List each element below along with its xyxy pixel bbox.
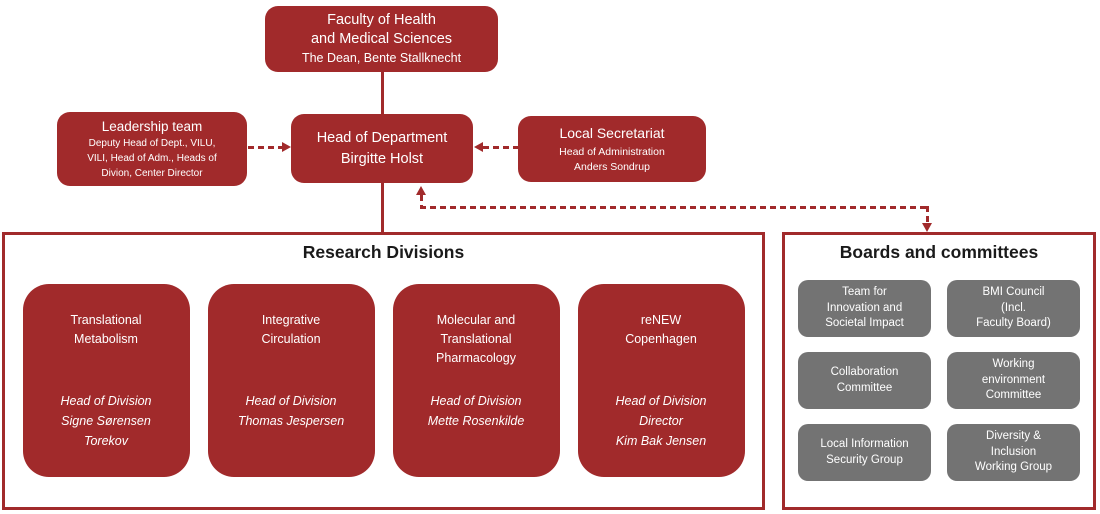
- local-secretariat-box: Local Secretariat Head of Administration…: [518, 116, 706, 182]
- arrowhead-down-icon: [922, 223, 932, 232]
- division-box-integrative-circulation: Integrative Circulation Head of Division…: [207, 284, 375, 477]
- division-box-molecular-translational-pharmacology: Molecular and Translational Pharmacology…: [392, 284, 560, 477]
- arrowhead-up-icon: [416, 186, 426, 195]
- committee-box-working-environment-committee: Working environment Committee: [947, 352, 1080, 409]
- arrowhead-left-icon: [474, 142, 483, 152]
- division-row: Translational Metabolism Head of Divisio…: [5, 284, 762, 477]
- leadership-subtitle: Deputy Head of Dept., VILU, VILI, Head o…: [87, 138, 217, 179]
- division-leader: Head of Division Mette Rosenkilde: [427, 394, 525, 428]
- connector-boards-horizontal: [420, 206, 928, 209]
- faculty-box: Faculty of Health and Medical Sciences T…: [265, 6, 498, 72]
- division-name: reNEW Copenhagen: [625, 313, 697, 346]
- leadership-team-box: Leadership team Deputy Head of Dept., VI…: [57, 112, 247, 186]
- connector-leadership-to-head: [248, 146, 283, 149]
- division-box-renew-copenhagen: reNEW Copenhagen Head of Division Direct…: [577, 284, 745, 477]
- connector-head-to-research-panel: [381, 183, 384, 232]
- secretariat-subtitle: Head of Administration Anders Sondrup: [559, 146, 665, 173]
- head-of-department-title: Head of Department Birgitte Holst: [316, 129, 448, 167]
- connector-faculty-to-head: [381, 72, 384, 114]
- connector-boards-vertical-right: [926, 206, 929, 224]
- division-name: Molecular and Translational Pharmacology: [436, 313, 516, 365]
- committee-box-diversity-inclusion-working-group: Diversity & Inclusion Working Group: [947, 424, 1080, 481]
- division-leader: Head of Division Director Kim Bak Jensen: [615, 394, 707, 448]
- connector-boards-vertical-left: [420, 195, 423, 207]
- connector-secretariat-to-head: [483, 146, 518, 149]
- leadership-title: Leadership team: [101, 119, 203, 134]
- secretariat-title: Local Secretariat: [559, 125, 665, 141]
- head-of-department-box: Head of Department Birgitte Holst: [291, 114, 473, 183]
- committee-box-team-innovation-societal-impact: Team for Innovation and Societal Impact: [798, 280, 931, 337]
- faculty-title: Faculty of Health and Medical Sciences: [310, 12, 453, 47]
- committee-grid: Team for Innovation and Societal Impact …: [785, 280, 1093, 481]
- boards-committees-title: Boards and committees: [839, 242, 1039, 262]
- division-box-translational-metabolism: Translational Metabolism Head of Divisio…: [22, 284, 190, 477]
- arrowhead-right-icon: [282, 142, 291, 152]
- division-name: Integrative Circulation: [261, 313, 321, 346]
- boards-committees-panel: Boards and committees Team for Innovatio…: [782, 232, 1096, 510]
- faculty-subtitle: The Dean, Bente Stallknecht: [301, 51, 462, 65]
- division-leader: Head of Division Signe Sørensen Torekov: [60, 394, 152, 448]
- division-leader: Head of Division Thomas Jespersen: [237, 394, 345, 428]
- research-divisions-panel: Research Divisions Translational Metabol…: [2, 232, 765, 510]
- committee-box-local-information-security-group: Local Information Security Group: [798, 424, 931, 481]
- division-name: Translational Metabolism: [70, 313, 142, 346]
- committee-box-bmi-council: BMI Council (Incl. Faculty Board): [947, 280, 1080, 337]
- committee-box-collaboration-committee: Collaboration Committee: [798, 352, 931, 409]
- research-divisions-title: Research Divisions: [302, 242, 465, 262]
